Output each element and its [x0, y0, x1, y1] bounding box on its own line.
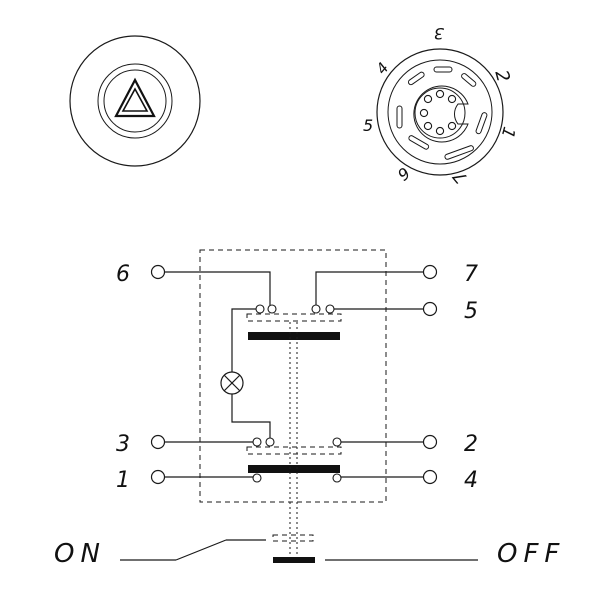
- contact-point: [252, 437, 262, 447]
- wiring-schematic: 6 7 5 3 2 1 4: [116, 249, 478, 556]
- wire-lamp-upper: [231, 308, 260, 372]
- on-lever: [175, 539, 227, 561]
- terminal-5: [422, 301, 438, 317]
- wire-lamp-lower: [231, 394, 271, 442]
- terminal-label-6: 6: [116, 262, 130, 287]
- contact-slot: [461, 73, 477, 87]
- terminal-label-5: 5: [464, 299, 478, 324]
- terminal-label-7: 7: [464, 262, 478, 287]
- wire-terminal-7: [315, 271, 428, 308]
- on-label: ON: [54, 539, 106, 569]
- contact-slot: [396, 105, 403, 129]
- socket-pin: [447, 94, 457, 104]
- socket-pin: [435, 126, 445, 136]
- contact-point: [311, 304, 321, 314]
- socket-number-6: 6: [394, 163, 414, 184]
- terminal-1: [150, 469, 166, 485]
- off-label: OFF: [497, 539, 565, 569]
- indicator-lamp-icon: [220, 371, 244, 395]
- socket-number-1: 1: [497, 125, 519, 141]
- contact-point: [265, 437, 275, 447]
- upper-contact-bridge: [246, 313, 342, 322]
- actuator-head: [272, 534, 314, 542]
- connector-outer-ring: [376, 48, 504, 176]
- wire-terminal-6: [163, 271, 271, 308]
- contact-slot: [408, 135, 430, 150]
- contact-point: [332, 473, 342, 483]
- contact-point: [325, 304, 335, 314]
- button-bezel-ring: [97, 63, 173, 139]
- button-cap: [103, 69, 167, 133]
- button-bezel-outer: [69, 35, 201, 167]
- terminal-2: [422, 434, 438, 450]
- contact-point: [252, 473, 262, 483]
- contact-slot: [433, 66, 453, 73]
- terminal-3: [150, 434, 166, 450]
- socket-pin: [419, 108, 429, 118]
- terminal-label-4: 4: [464, 468, 478, 493]
- terminal-6: [150, 264, 166, 280]
- bulb-socket-ring: [414, 87, 466, 139]
- connector-rear-view: 3 4 2 5 1 6 7: [363, 24, 519, 187]
- on-off-mechanism: ON OFF: [54, 534, 565, 569]
- lower-contact-bar: [248, 465, 340, 473]
- contact-slot: [407, 71, 425, 86]
- contact-point: [267, 304, 277, 314]
- socket-number-5: 5: [363, 116, 373, 135]
- terminal-7: [422, 264, 438, 280]
- socket-pin: [447, 121, 457, 131]
- bulb-socket-outline: [413, 85, 469, 143]
- contact-slot: [444, 145, 474, 160]
- connector-inner-ring: [387, 59, 493, 165]
- switch-front-view: [69, 35, 201, 167]
- contact-point: [255, 304, 265, 314]
- hazard-triangle-icon: [114, 77, 156, 118]
- upper-contact-bar: [248, 332, 340, 340]
- socket-pin: [423, 121, 433, 131]
- socket-number-2: 2: [490, 68, 513, 84]
- terminal-4: [422, 469, 438, 485]
- contact-point: [332, 437, 342, 447]
- contact-slot: [475, 112, 488, 135]
- actuator-base-bar: [273, 557, 315, 563]
- terminal-label-2: 2: [464, 432, 478, 457]
- terminal-label-1: 1: [116, 468, 130, 493]
- socket-number-3: 3: [434, 24, 444, 43]
- terminal-label-3: 3: [116, 432, 130, 457]
- socket-pin: [423, 94, 433, 104]
- socket-number-7: 7: [449, 166, 471, 187]
- switch-housing-outline: [199, 249, 387, 503]
- lower-contact-bridge: [246, 446, 342, 455]
- socket-pin: [435, 89, 445, 99]
